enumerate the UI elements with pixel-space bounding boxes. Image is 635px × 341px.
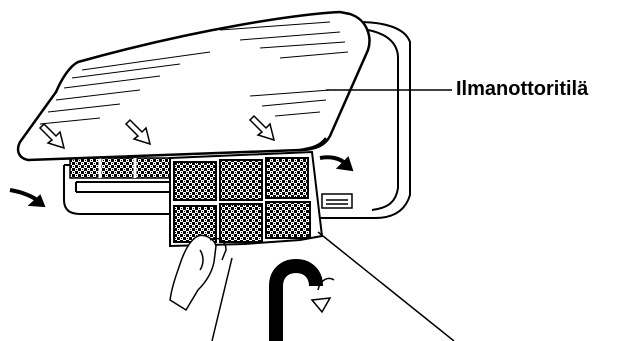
flip-rotation-icon (276, 266, 334, 341)
air-intake-grille-label: Ilmanottoritilä (456, 78, 588, 101)
removed-filter (170, 152, 322, 246)
side-vent (322, 194, 352, 208)
